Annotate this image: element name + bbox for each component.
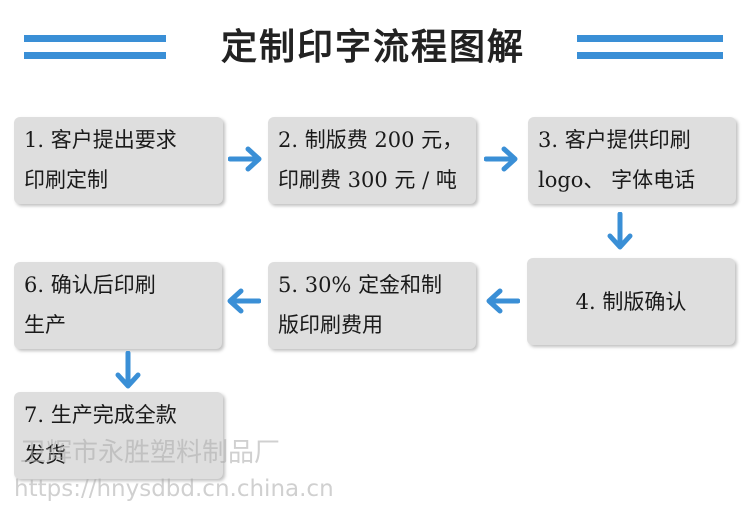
- step-7-line-1: 7. 生产完成全款: [24, 403, 177, 427]
- arrow-right-icon: [484, 146, 520, 172]
- title-decoration-left: [24, 32, 166, 64]
- step-7-box: 7. 生产完成全款 发货: [14, 392, 223, 479]
- step-6-line-1: 6. 确认后印刷: [24, 273, 156, 297]
- arrow-right-icon: [228, 146, 264, 172]
- step-1-box: 1. 客户提出要求 印刷定制: [14, 117, 223, 204]
- watermark-url: https://hnysdbd.cn.china.cn: [14, 476, 334, 502]
- step-5-line-1: 5. 30% 定金和制: [278, 273, 443, 297]
- step-6-box: 6. 确认后印刷 生产: [14, 262, 222, 349]
- title-decoration-right: [577, 32, 723, 64]
- step-3-box: 3. 客户提供印刷 logo、 字体电话: [528, 117, 736, 204]
- step-4-line-1: 4. 制版确认: [575, 289, 687, 314]
- step-5-box: 5. 30% 定金和制 版印刷费用: [268, 262, 476, 349]
- arrow-down-icon: [115, 351, 141, 391]
- arrow-left-icon: [225, 288, 261, 314]
- step-3-line-2: logo、 字体电话: [538, 168, 696, 192]
- step-1-line-1: 1. 客户提出要求: [24, 128, 177, 152]
- step-2-line-1: 2. 制版费 200 元，: [278, 128, 464, 152]
- step-6-line-2: 生产: [24, 313, 66, 337]
- arrow-left-icon: [484, 288, 520, 314]
- step-5-line-2: 版印刷费用: [278, 313, 383, 337]
- step-2-line-2: 印刷费 300 元 / 吨: [278, 168, 457, 192]
- step-7-line-2: 发货: [24, 443, 66, 467]
- step-4-box: 4. 制版确认: [527, 258, 735, 345]
- step-1-line-2: 印刷定制: [24, 168, 108, 192]
- step-3-line-1: 3. 客户提供印刷: [538, 128, 691, 152]
- arrow-down-icon: [607, 212, 633, 252]
- step-2-box: 2. 制版费 200 元， 印刷费 300 元 / 吨: [268, 117, 476, 204]
- page-title: 定制印字流程图解: [220, 27, 525, 68]
